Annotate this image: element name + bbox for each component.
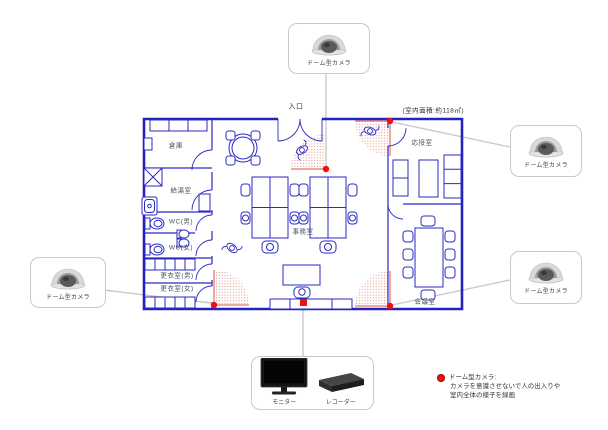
dome-camera-icon (50, 268, 86, 290)
room-label-locker-men: 更衣室(男) (160, 272, 194, 280)
dome-camera-icon (311, 34, 347, 56)
camera-card-label: ドーム型カメラ (46, 295, 90, 301)
recorder-item: レコーダー (315, 358, 367, 406)
desk-cluster-right (298, 176, 358, 254)
entrance-label: 入口 (288, 103, 304, 111)
camera-card-label: ドーム型カメラ (524, 163, 568, 169)
dome-camera-icon (528, 136, 564, 158)
room-label-locker-women: 更衣室(女) (160, 285, 194, 293)
legend-line-1: カメラを意識させないで人の出入りや (450, 383, 561, 390)
room-label-meeting: 会議室 (414, 298, 436, 306)
camera-card-top: ドーム型カメラ (288, 23, 370, 74)
monitor-label: モニター (272, 400, 297, 406)
dome-camera-icon (528, 262, 564, 284)
room-label-storage: 倉庫 (169, 142, 183, 150)
camera-card-label: ドーム型カメラ (524, 289, 568, 295)
monitor-icon (260, 358, 308, 395)
door-arcs (191, 118, 407, 303)
legend-line-2: 室内全体の様子を録画 (450, 392, 515, 399)
camera-card-right-top: ドーム型カメラ (510, 125, 582, 177)
desk-cluster-left (240, 176, 300, 254)
room-label-wc-women: WC(女) (168, 244, 194, 252)
camera-dots (210, 117, 394, 310)
room-label-reception: 応接室 (411, 139, 433, 147)
camera-card-right-bottom: ドーム型カメラ (510, 251, 582, 304)
recorder-label: レコーダー (325, 400, 356, 406)
room-label-wc-men: WC(男) (168, 218, 194, 226)
camera-card-left: ドーム型カメラ (30, 257, 106, 308)
furniture (141, 119, 462, 310)
monitor-item: モニター (258, 358, 310, 406)
legend-title: ドーム型カメラ: (449, 374, 497, 381)
area-note: (室内面積:約118㎡) (402, 107, 464, 115)
room-label-kitchenette: 給湯室 (170, 187, 192, 195)
camera-card-label: ドーム型カメラ (307, 61, 351, 67)
recorder-icon (318, 373, 364, 392)
dome-camera-dot-icon (437, 373, 445, 382)
equipment-card: モニター レコーダー (251, 356, 374, 410)
interior-walls (144, 119, 462, 309)
room-label-office: 事務室 (292, 228, 314, 236)
person-office (220, 236, 244, 260)
legend: ドーム型カメラ: カメラを意識させないで人の出入りや 室内全体の様子を録画 (437, 373, 560, 400)
